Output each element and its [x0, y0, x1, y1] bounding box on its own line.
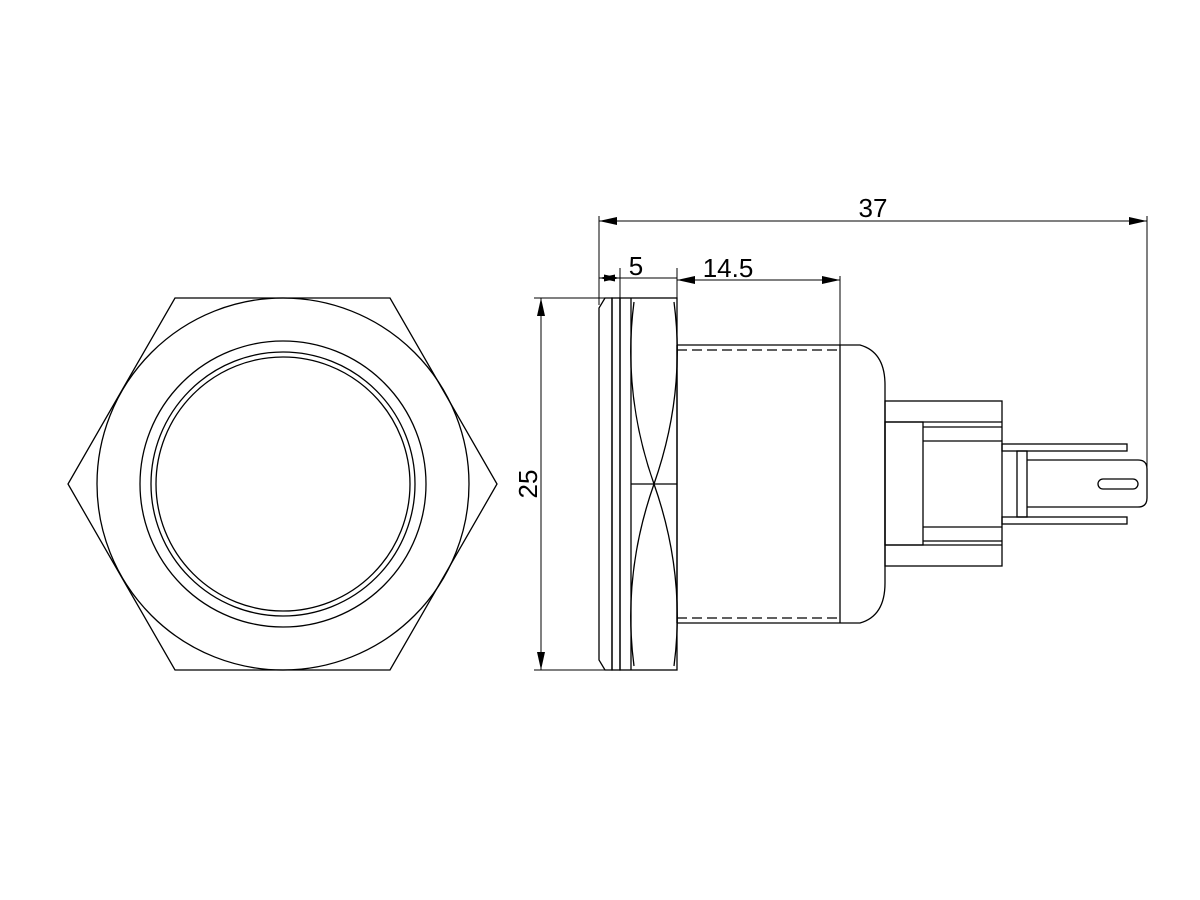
bezel-outer-circle	[96, 297, 470, 671]
nut-facet-upper	[630, 301, 678, 486]
arrowhead	[537, 652, 545, 670]
arrowhead	[677, 276, 695, 284]
bezel-ring-inner	[150, 351, 416, 617]
arrowhead	[537, 298, 545, 316]
flange-thickness-label: 5	[629, 251, 643, 281]
body-length-label: 14.5	[703, 253, 754, 283]
solder-terminal	[1027, 459, 1148, 508]
rear-cap	[840, 344, 886, 624]
bezel-flange	[598, 297, 613, 671]
arrowhead	[604, 274, 620, 282]
front-view	[67, 297, 498, 671]
lock-ring	[611, 297, 621, 671]
arrowhead	[599, 217, 617, 225]
side-view	[598, 297, 1148, 671]
button-face-circle	[155, 356, 411, 612]
arrowhead	[1129, 217, 1147, 225]
housing-inner-block	[884, 421, 924, 546]
terminal-slot	[1097, 478, 1139, 490]
hex-nut-outline	[67, 297, 498, 671]
arrowhead	[822, 276, 840, 284]
bezel-ring-outer	[139, 340, 427, 628]
terminal-pin-bottom	[1001, 516, 1128, 525]
dimension-lines	[534, 216, 1148, 671]
diameter-label: 25	[513, 470, 543, 499]
terminal-pin-top	[1001, 443, 1128, 452]
overall-length-label: 37	[859, 193, 888, 223]
nut-facet-lower	[630, 482, 678, 667]
terminal-block	[1016, 450, 1028, 518]
